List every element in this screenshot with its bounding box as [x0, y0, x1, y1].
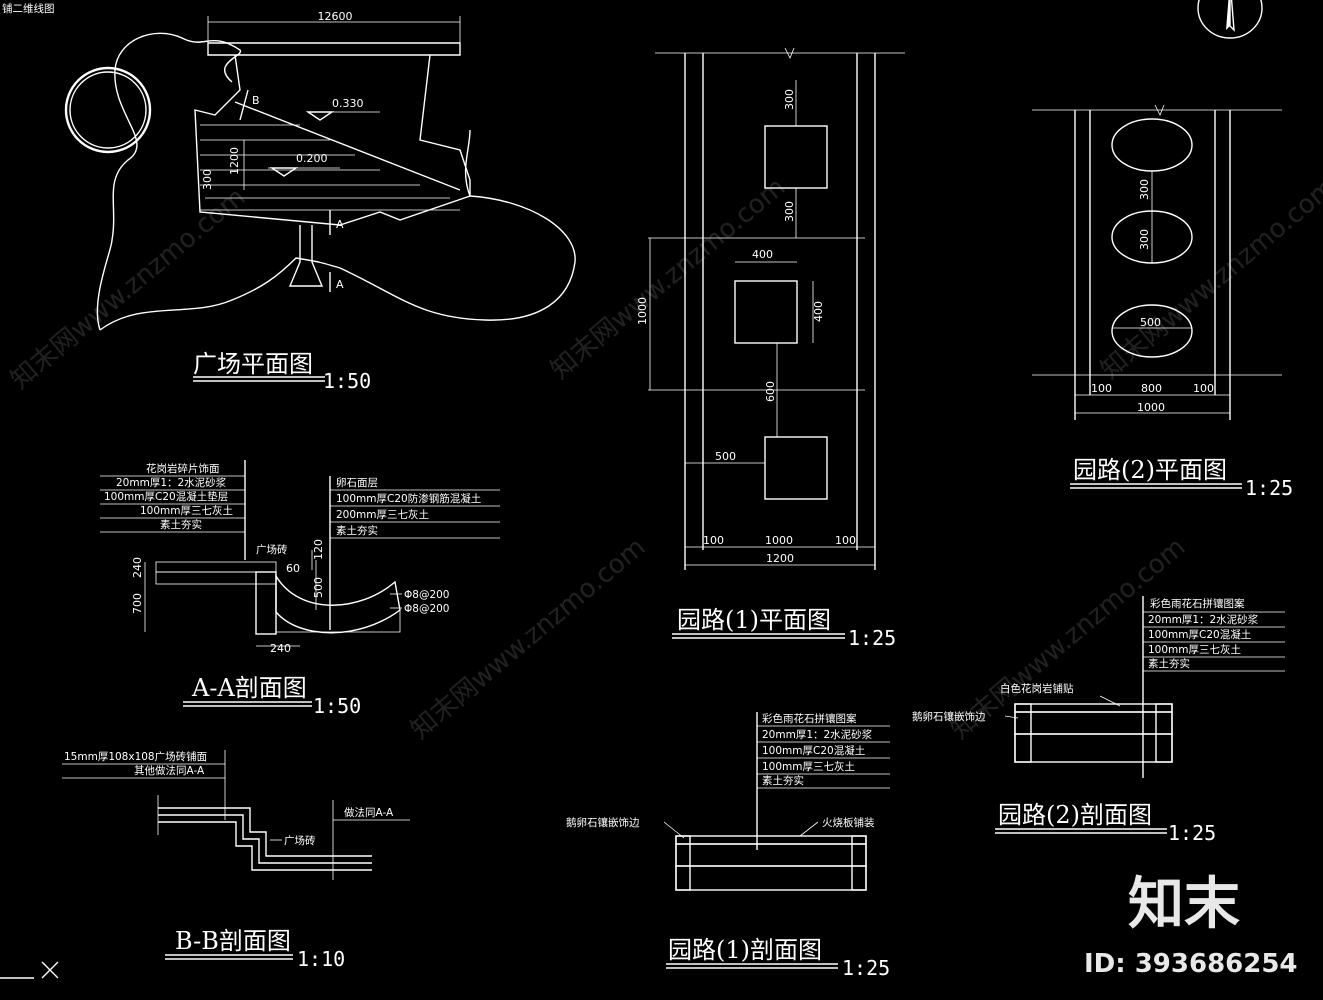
path1-dim-300a: 300 — [783, 89, 796, 110]
aa-right-layer-1: 卵石面层 — [336, 477, 378, 489]
path1-plan: 300 300 400 400 1000 600 500 100 1000 10… — [636, 47, 905, 650]
path2-dim-300b: 300 — [1138, 229, 1151, 250]
plaza-dim-width: 12600 — [318, 10, 353, 23]
p1s-layer-5: 素土夯实 — [762, 774, 804, 787]
brand-logo-text: 知末 — [1128, 872, 1240, 937]
plaza-plan: 12600 0.330 0.200 1200 300 B A A 广场平面图 1… — [64, 10, 576, 393]
path2-dim-100l: 100 — [1091, 382, 1112, 395]
section-bb: 15mm厚108x108广场砖铺面 其他做法同A-A 做法同A-A 广场砖 B-… — [62, 750, 410, 971]
p2s-layer-1: 彩色雨花石拼镶图案 — [1150, 597, 1245, 610]
path1-dim-100l: 100 — [703, 534, 724, 547]
p1s-layer-2: 20mm厚1：2水泥砂浆 — [762, 728, 873, 741]
path1-dim-300b: 300 — [783, 201, 796, 222]
plaza-dim-1200: 1200 — [228, 147, 241, 175]
aa-right-layer-2: 100mm厚C20防渗钢筋混凝土 — [336, 492, 481, 505]
aa-rebar-2: Φ8@200 — [404, 603, 450, 615]
aa-dim-700: 700 — [131, 593, 144, 614]
section-tag-a2: A — [336, 278, 344, 291]
path1-dim-100r: 100 — [835, 534, 856, 547]
p1s-slab: 火烧板铺装 — [822, 816, 875, 829]
path1-plan-title: 园路(1)平面图 — [677, 606, 831, 634]
path2-dim-1000: 1000 — [1137, 401, 1165, 414]
plaza-plan-scale: 1:50 — [323, 369, 371, 393]
aa-title: A-A剖面图 — [191, 674, 307, 702]
path2-dim-800: 800 — [1141, 382, 1162, 395]
watermark-text-4: 知末网www.znzmo.com — [405, 532, 651, 745]
path1-dim-1000b: 1000 — [765, 534, 793, 547]
path2-plan-scale: 1:25 — [1245, 476, 1293, 500]
brand-id: ID: 393686254 — [1084, 949, 1298, 979]
aa-left-layer-2: 20mm厚1：2水泥砂浆 — [116, 476, 227, 489]
bb-note-2: 其他做法同A-A — [134, 764, 205, 777]
path1-dim-500: 500 — [715, 450, 736, 463]
aa-rebar-1: Φ8@200 — [404, 589, 450, 601]
aa-left-layer-3: 100mm厚C20混凝土垫层 — [104, 490, 228, 503]
p1s-layer-3: 100mm厚C20混凝土 — [762, 744, 865, 757]
p2s-layer-5: 素土夯实 — [1148, 657, 1190, 670]
aa-scale: 1:50 — [313, 694, 361, 718]
p1s-edge: 鹅卵石镶嵌饰边 — [566, 816, 640, 829]
p2s-layer-2: 20mm厚1：2水泥砂浆 — [1148, 613, 1259, 626]
plaza-elev-1: 0.330 — [332, 97, 364, 110]
aa-right-layer-3: 200mm厚三七灰土 — [336, 508, 429, 521]
path2-section-scale: 1:25 — [1168, 821, 1216, 845]
path2-dim-300a: 300 — [1138, 179, 1151, 200]
watermark-text-3: 知末网www.znzmo.com — [1095, 172, 1323, 385]
path2-dim-100r: 100 — [1193, 382, 1214, 395]
path1-dim-400b: 400 — [812, 301, 825, 322]
ucs-icon — [0, 961, 59, 979]
north-arrow-icon — [1197, 0, 1263, 39]
path1-dim-1200: 1200 — [766, 552, 794, 565]
path1-section: 彩色雨花石拼镶图案 20mm厚1：2水泥砂浆 100mm厚C20混凝土 100m… — [566, 712, 890, 980]
aa-left-layer-1: 花岗岩碎片饰面 — [146, 462, 220, 475]
aa-dim-120: 120 — [312, 539, 325, 560]
aa-dim-240b: 240 — [270, 642, 291, 655]
section-aa: 花岗岩碎片饰面 20mm厚1：2水泥砂浆 100mm厚C20混凝土垫层 100m… — [100, 460, 500, 718]
aa-left-layer-5: 素土夯实 — [160, 518, 202, 531]
path2-plan: 300 300 500 100 800 100 1000 园路(2)平面图 1:… — [1032, 104, 1293, 500]
path1-plan-scale: 1:25 — [848, 626, 896, 650]
aa-brick-label: 广场砖 — [256, 543, 288, 556]
plaza-dim-300: 300 — [201, 169, 214, 190]
plaza-elev-2: 0.200 — [296, 152, 328, 165]
path1-section-scale: 1:25 — [842, 956, 890, 980]
bb-note-1: 15mm厚108x108广场砖铺面 — [64, 750, 207, 763]
path1-dim-400a: 400 — [752, 248, 773, 261]
section-tag-a1: A — [336, 218, 344, 231]
p2s-layer-3: 100mm厚C20混凝土 — [1148, 628, 1251, 641]
p1s-layer-4: 100mm厚三七灰土 — [762, 760, 855, 773]
aa-dim-60: 60 — [286, 562, 300, 575]
p2s-white: 白色花岗岩铺贴 — [1000, 682, 1074, 695]
p2s-layer-4: 100mm厚三七灰土 — [1148, 643, 1241, 656]
aa-right-layer-4: 素土夯实 — [336, 524, 378, 537]
aa-dim-500: 500 — [312, 577, 325, 598]
section-tag-b: B — [252, 94, 260, 107]
path1-section-title: 园路(1)剖面图 — [668, 936, 822, 964]
bb-title: B-B剖面图 — [175, 927, 291, 955]
path1-dim-600: 600 — [764, 381, 777, 402]
bb-brick-label: 广场砖 — [284, 834, 316, 847]
aa-dim-240a: 240 — [131, 557, 144, 578]
p1s-layer-1: 彩色雨花石拼镶图案 — [762, 712, 857, 725]
path2-section: 彩色雨花石拼镶图案 20mm厚1：2水泥砂浆 100mm厚C20混凝土 100m… — [912, 596, 1285, 845]
aa-left-layer-4: 100mm厚三七灰土 — [140, 504, 233, 517]
path1-dim-1000: 1000 — [636, 297, 649, 325]
p2s-edge: 鹅卵石镶嵌饰边 — [912, 710, 986, 723]
bb-note-3: 做法同A-A — [344, 806, 394, 819]
path2-section-title: 园路(2)剖面图 — [998, 801, 1152, 829]
plaza-plan-title: 广场平面图 — [193, 350, 313, 378]
path2-plan-title: 园路(2)平面图 — [1073, 456, 1227, 484]
sheet-header-title: 铺二维线图 — [2, 2, 55, 15]
bb-scale: 1:10 — [297, 947, 345, 971]
watermark-text-2: 知末网www.znzmo.com — [545, 172, 791, 385]
path2-dim-500: 500 — [1140, 316, 1161, 329]
